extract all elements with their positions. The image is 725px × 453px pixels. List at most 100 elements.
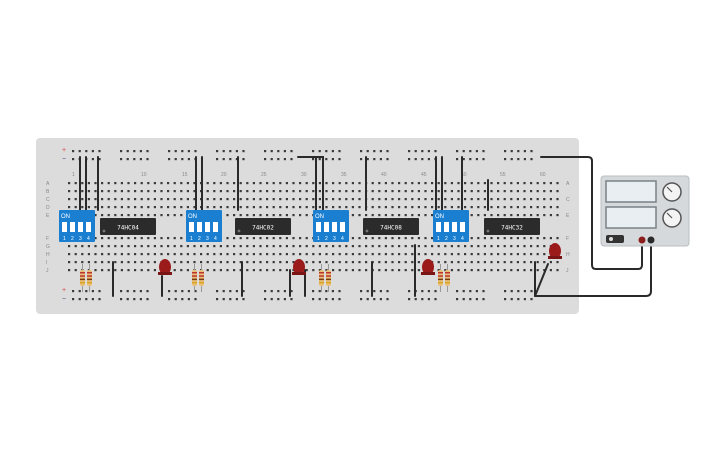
breadboard-hole[interactable] — [167, 253, 170, 256]
breadboard-hole[interactable] — [358, 190, 361, 193]
breadboard-hole[interactable] — [299, 253, 302, 256]
breadboard-hole[interactable] — [437, 182, 440, 185]
breadboard-hole[interactable] — [140, 206, 143, 209]
breadboard-hole[interactable] — [186, 190, 189, 193]
breadboard-hole[interactable] — [285, 237, 288, 240]
breadboard-hole[interactable] — [78, 150, 81, 153]
breadboard-hole[interactable] — [259, 190, 262, 193]
breadboard-hole[interactable] — [246, 198, 249, 201]
breadboard-hole[interactable] — [351, 198, 354, 201]
breadboard-hole[interactable] — [411, 245, 414, 248]
breadboard-hole[interactable] — [160, 198, 163, 201]
breadboard-hole[interactable] — [292, 245, 295, 248]
breadboard-hole[interactable] — [160, 206, 163, 209]
breadboard-hole[interactable] — [285, 198, 288, 201]
breadboard-hole[interactable] — [371, 182, 374, 185]
breadboard-hole[interactable] — [497, 253, 500, 256]
breadboard-hole[interactable] — [503, 237, 506, 240]
breadboard-hole[interactable] — [219, 269, 222, 272]
breadboard-hole[interactable] — [338, 253, 341, 256]
breadboard-hole[interactable] — [213, 253, 216, 256]
breadboard-hole[interactable] — [226, 214, 229, 217]
breadboard-hole[interactable] — [186, 245, 189, 248]
breadboard-hole[interactable] — [490, 269, 493, 272]
breadboard-hole[interactable] — [206, 190, 209, 193]
breadboard-hole[interactable] — [417, 190, 420, 193]
breadboard-hole[interactable] — [167, 245, 170, 248]
breadboard-hole[interactable] — [510, 214, 513, 217]
resistor-icon[interactable] — [192, 264, 197, 292]
breadboard-hole[interactable] — [181, 290, 184, 293]
breadboard-hole[interactable] — [181, 298, 184, 301]
breadboard-hole[interactable] — [272, 253, 275, 256]
breadboard-hole[interactable] — [270, 150, 273, 153]
breadboard-hole[interactable] — [543, 206, 546, 209]
breadboard-hole[interactable] — [174, 158, 177, 161]
breadboard-hole[interactable] — [530, 198, 533, 201]
breadboard-hole[interactable] — [549, 182, 552, 185]
breadboard-hole[interactable] — [239, 261, 242, 264]
breadboard-hole[interactable] — [386, 150, 389, 153]
breadboard-hole[interactable] — [504, 298, 507, 301]
breadboard-hole[interactable] — [101, 182, 104, 185]
breadboard-hole[interactable] — [246, 182, 249, 185]
breadboard-hole[interactable] — [153, 190, 156, 193]
breadboard-hole[interactable] — [252, 190, 255, 193]
breadboard-hole[interactable] — [81, 206, 84, 209]
breadboard-hole[interactable] — [173, 198, 176, 201]
breadboard-hole[interactable] — [351, 190, 354, 193]
breadboard-hole[interactable] — [226, 198, 229, 201]
breadboard-hole[interactable] — [213, 182, 216, 185]
breadboard-hole[interactable] — [180, 269, 183, 272]
breadboard-hole[interactable] — [490, 237, 493, 240]
breadboard-hole[interactable] — [417, 198, 420, 201]
breadboard-hole[interactable] — [167, 214, 170, 217]
breadboard-hole[interactable] — [469, 298, 472, 301]
breadboard-hole[interactable] — [160, 182, 163, 185]
breadboard-hole[interactable] — [285, 214, 288, 217]
breadboard-hole[interactable] — [408, 298, 411, 301]
breadboard-hole[interactable] — [404, 182, 407, 185]
breadboard-hole[interactable] — [74, 190, 77, 193]
breadboard-hole[interactable] — [252, 245, 255, 248]
breadboard-hole[interactable] — [168, 158, 171, 161]
breadboard-hole[interactable] — [331, 298, 334, 301]
breadboard-hole[interactable] — [510, 182, 513, 185]
breadboard-hole[interactable] — [543, 237, 546, 240]
breadboard-hole[interactable] — [147, 269, 150, 272]
breadboard-hole[interactable] — [556, 190, 559, 193]
breadboard-hole[interactable] — [194, 290, 197, 293]
breadboard-hole[interactable] — [483, 190, 486, 193]
breadboard-hole[interactable] — [530, 290, 533, 293]
breadboard-hole[interactable] — [464, 182, 467, 185]
breadboard-hole[interactable] — [233, 214, 236, 217]
breadboard-hole[interactable] — [147, 190, 150, 193]
breadboard-hole[interactable] — [523, 237, 526, 240]
breadboard-hole[interactable] — [404, 198, 407, 201]
breadboard-hole[interactable] — [107, 261, 110, 264]
breadboard-hole[interactable] — [483, 206, 486, 209]
breadboard-hole[interactable] — [180, 261, 183, 264]
breadboard-hole[interactable] — [366, 158, 369, 161]
breadboard-hole[interactable] — [345, 182, 348, 185]
breadboard-hole[interactable] — [345, 190, 348, 193]
breadboard-hole[interactable] — [146, 298, 149, 301]
breadboard-hole[interactable] — [213, 245, 216, 248]
resistor-icon[interactable] — [445, 264, 450, 292]
breadboard-hole[interactable] — [543, 214, 546, 217]
resistor-icon[interactable] — [199, 264, 204, 292]
breadboard-hole[interactable] — [305, 214, 308, 217]
breadboard-hole[interactable] — [530, 245, 533, 248]
breadboard-hole[interactable] — [530, 190, 533, 193]
breadboard-hole[interactable] — [318, 182, 321, 185]
breadboard-hole[interactable] — [483, 261, 486, 264]
breadboard-hole[interactable] — [74, 253, 77, 256]
breadboard-hole[interactable] — [417, 261, 420, 264]
breadboard-hole[interactable] — [360, 290, 363, 293]
breadboard-hole[interactable] — [331, 158, 334, 161]
breadboard-hole[interactable] — [139, 158, 142, 161]
breadboard-hole[interactable] — [404, 269, 407, 272]
breadboard-hole[interactable] — [437, 198, 440, 201]
dip-toggle[interactable] — [197, 222, 202, 232]
breadboard-hole[interactable] — [173, 214, 176, 217]
